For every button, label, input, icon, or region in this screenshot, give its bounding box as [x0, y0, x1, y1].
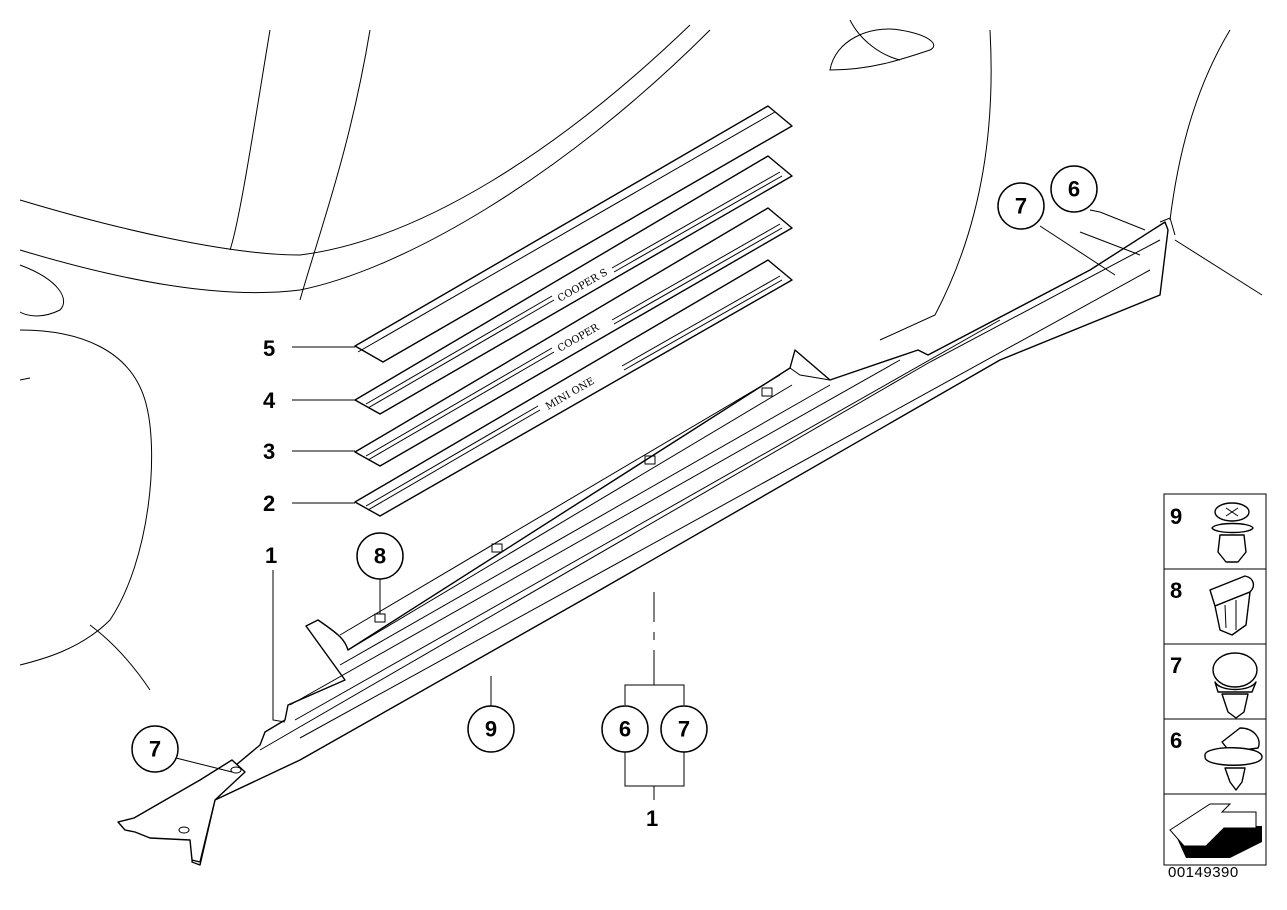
callout-circle-left-7	[131, 725, 179, 773]
callouts: 7 6 8 7 9 6 7	[131, 165, 1146, 800]
push-clip-icon	[1209, 575, 1255, 636]
sill-trim-strip-3: COOPER	[354, 207, 793, 467]
callout-mid-7: 7	[678, 717, 690, 742]
vehicle-body-outline	[19, 19, 1263, 691]
callout-circle-clip-8	[356, 532, 404, 580]
tree-clip-icon	[1212, 652, 1258, 719]
callout-circle-top-7	[997, 182, 1045, 230]
callout-circle-mid-7	[660, 705, 708, 753]
callout-circle-mid-9	[467, 705, 515, 753]
callout-top-7: 7	[1015, 194, 1027, 219]
label-sill-1: 1	[265, 543, 277, 568]
label-trim-3: 3	[263, 439, 275, 464]
nut-clip-icon	[1204, 727, 1263, 791]
callout-left-7: 7	[149, 737, 161, 762]
callout-circle-mid-6	[601, 705, 649, 753]
clip-seat	[644, 455, 656, 465]
legend-item-7: 7	[1170, 653, 1182, 678]
callout-mid-9: 9	[485, 717, 497, 742]
fastener-legend: 9 8 7 6	[1163, 493, 1267, 866]
clip-seat	[761, 387, 773, 397]
legend-item-6: 6	[1170, 728, 1182, 753]
label-trim-4: 4	[263, 388, 276, 413]
callout-top-6: 6	[1068, 177, 1080, 202]
sill-trim-strip-5	[354, 105, 793, 363]
expansion-rivet-icon	[1211, 502, 1254, 563]
clip-seat	[374, 613, 386, 623]
callout-circle-top-6	[1050, 165, 1098, 213]
label-bottom-1: 1	[646, 806, 658, 831]
sill-front-bracket	[117, 759, 246, 863]
callout-mid-6: 6	[619, 717, 631, 742]
clip-seat	[491, 543, 503, 553]
callout-clip-8: 8	[374, 544, 386, 569]
document-number: 00149390	[1168, 864, 1239, 881]
label-trim-2: 2	[263, 491, 275, 516]
legend-item-8: 8	[1170, 578, 1182, 603]
trim-labels: 5 4 3 2 1 1	[263, 336, 658, 831]
label-trim-5: 5	[263, 336, 275, 361]
front-direction-arrow-icon	[1169, 803, 1262, 858]
legend-item-9: 9	[1170, 504, 1182, 529]
